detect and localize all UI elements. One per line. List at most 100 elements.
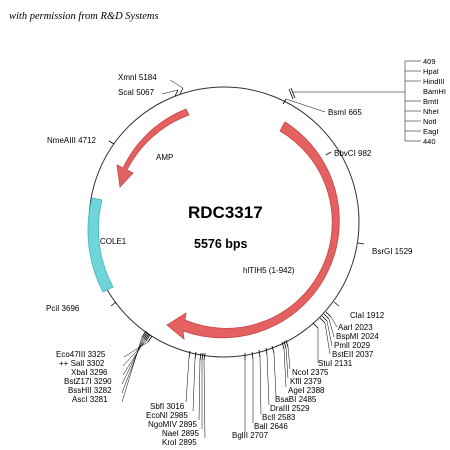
site-lead-scai <box>161 89 179 95</box>
site-label-stui: StuI 2131 <box>318 359 353 368</box>
site-label-kroi: KroI 2895 <box>162 438 197 447</box>
cole1-segment <box>87 197 114 293</box>
mcs-tick <box>288 88 294 100</box>
site-lead-bspmi <box>328 318 335 338</box>
site-tick-pmli <box>321 315 328 322</box>
site-tick-bsteii <box>319 317 326 324</box>
mcs-label-7: EagI <box>423 127 438 136</box>
mcs-label-0: 409 <box>423 57 436 66</box>
site-lead-bstz17i <box>121 338 145 385</box>
site-label-ncoi: NcoI 2375 <box>292 368 329 377</box>
site-tick-bsmi <box>282 98 287 105</box>
site-tick-kroi <box>203 352 206 361</box>
mcs-label-4: BmtI <box>423 97 438 106</box>
mcs-label-6: NotI <box>423 117 437 126</box>
site-lead-pmli <box>326 320 333 347</box>
site-tick-draiii <box>265 347 268 356</box>
site-label-clai: ClaI 1912 <box>350 311 385 320</box>
site-tick-bspmi <box>323 313 330 320</box>
feature-label-hltih5: hlTIH5 (1-942) <box>243 266 295 275</box>
site-tick-clai <box>333 301 340 307</box>
site-lead-ncoi <box>287 346 291 370</box>
site-tick-kfli <box>283 340 287 349</box>
feature-arcs <box>87 108 340 340</box>
permission-caption: with permission from R&D Systems <box>9 11 159 22</box>
site-tick-ncoi <box>285 339 289 348</box>
site-markers: XmnI 5184 ScaI 5067 NmeAIII 4712 BsmI 66… <box>46 73 413 447</box>
site-lead-xmni <box>169 79 184 89</box>
mcs-label-5: NheI <box>423 107 439 116</box>
site-tick-stui <box>312 322 319 329</box>
site-label-pmli: PmlI 2029 <box>334 341 371 350</box>
site-label-sali: ++ SalI 3302 <box>59 359 105 368</box>
mcs-cluster: 409 HpaI HindIII BamHI BmtI NheI NotI Ea… <box>288 57 446 146</box>
mcs-label-2: HindIII <box>423 77 445 86</box>
site-lead-asci <box>121 336 143 403</box>
site-label-asci: AscI 3281 <box>72 395 108 404</box>
site-tick-bbvci <box>325 151 332 156</box>
mcs-tick-2 <box>290 87 296 99</box>
site-tick-asci <box>141 330 147 338</box>
site-tick-xbai <box>144 333 150 341</box>
site-tick-aari <box>325 311 332 318</box>
site-tick-sali <box>145 334 151 342</box>
feature-label-amp: AMP <box>156 153 173 162</box>
site-label-bsmi: BsmI 665 <box>328 108 362 117</box>
site-label-sbfi: SbfI 3016 <box>150 402 185 411</box>
plasmid-backbone <box>88 86 360 358</box>
site-tick-bsshii <box>142 331 148 339</box>
site-label-bcli: BclI 2583 <box>262 413 296 422</box>
site-tick-econi <box>194 351 197 360</box>
site-lead-aari <box>330 316 338 328</box>
site-tick-ngomiv <box>199 352 202 361</box>
site-lead-bsshii <box>121 337 144 394</box>
site-lead-kfli <box>285 347 289 379</box>
site-label-bsabi: BsaBI 2485 <box>275 395 317 404</box>
site-tick-bsrgi <box>357 242 365 245</box>
mcs-label-8: 440 <box>423 137 436 146</box>
site-tick-naei <box>201 352 204 361</box>
site-lead-agei <box>283 348 287 388</box>
mcs-label-1: HpaI <box>423 67 439 76</box>
site-tick-bsabi <box>271 345 275 354</box>
site-tick-nmeaiii <box>108 140 115 145</box>
site-label-scai: ScaI 5067 <box>118 88 155 97</box>
site-lead-econi <box>192 358 196 412</box>
site-tick-scai <box>174 89 179 97</box>
site-lead-bsmi <box>285 98 326 113</box>
plasmid-name: RDC3317 <box>188 203 263 222</box>
site-lead-sali <box>122 340 147 367</box>
plasmid-size: 5576 bps <box>194 237 248 251</box>
site-label-econi: EcoNI 2985 <box>146 411 188 420</box>
site-lead-bsabi <box>273 352 277 397</box>
site-lead-ngomiv <box>198 359 201 421</box>
site-lead-bcli <box>259 356 262 415</box>
site-label-xbai: XbaI 3296 <box>71 368 108 377</box>
site-label-bglii: BglII 2707 <box>232 431 269 440</box>
site-tick-pcii <box>110 301 117 307</box>
amp-arrow <box>116 108 190 188</box>
site-lead-sbfi <box>185 357 190 403</box>
hltih5-arrow <box>166 121 340 340</box>
feature-label-cole1: COLE1 <box>100 237 127 246</box>
site-label-naei: NaeI 2895 <box>162 429 199 438</box>
site-label-ngomiv: NgoMIV 2895 <box>148 420 197 429</box>
site-tick-sbfi <box>188 350 191 359</box>
site-label-nmeaiii: NmeAIII 4712 <box>47 136 96 145</box>
site-label-draiii: DraIII 2529 <box>270 404 310 413</box>
site-lead-draiii <box>266 354 270 406</box>
site-tick-bstz17i <box>143 332 149 340</box>
site-label-bsteii: BstEII 2037 <box>332 350 374 359</box>
site-tick-bcli <box>258 349 261 358</box>
site-label-bsrgi: BsrGI 1529 <box>372 247 413 256</box>
site-label-bstz17i: BstZ17I 3290 <box>64 377 112 386</box>
site-lead-xbai <box>122 339 146 376</box>
site-label-bsshii: BssHII 3282 <box>68 386 112 395</box>
site-label-bali: BalI 2646 <box>254 422 288 431</box>
site-tick-bali <box>251 351 254 360</box>
site-lead-kroi <box>203 359 206 439</box>
site-tick-xmni <box>179 87 184 95</box>
mcs-label-3: BamHI <box>423 87 446 96</box>
site-label-bspmi: BspMI 2024 <box>336 332 379 341</box>
